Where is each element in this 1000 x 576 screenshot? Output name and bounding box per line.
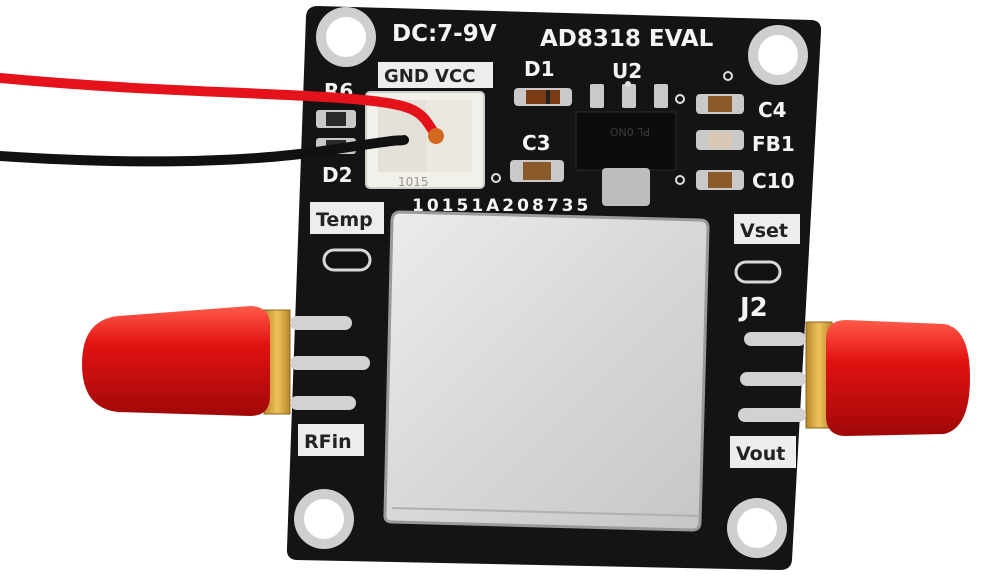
vout-pad-label: Vout [736, 443, 785, 465]
mounting-hole [316, 7, 376, 67]
j2-label: J2 [738, 293, 768, 323]
vset-pad: Vset [734, 214, 800, 284]
diode-d1 [514, 88, 572, 106]
mounting-hole [727, 498, 787, 558]
capacitor-c10 [696, 170, 744, 190]
model-label: AD8318 EVAL [540, 26, 714, 52]
d2-label: D2 [322, 163, 353, 187]
c4-label: C4 [758, 98, 787, 122]
sma-connector-rfin [82, 306, 370, 416]
rfin-pad: RFin [298, 424, 364, 456]
chip-marking: PL 0NO [610, 125, 650, 138]
black-wire [0, 135, 409, 167]
sma-connector-vout [738, 320, 970, 436]
connector-label-box [378, 62, 493, 88]
vset-pad-label: Vset [740, 220, 788, 242]
voltage-label: DC:7-9V [392, 21, 497, 47]
resistor-r6 [316, 110, 356, 128]
ferrite-fb1 [696, 130, 744, 150]
capacitor-c3 [510, 160, 564, 182]
c3-label: C3 [522, 131, 551, 155]
rfin-pad-label: RFin [304, 431, 352, 453]
temp-pad: Temp [310, 202, 384, 272]
red-wire [0, 73, 441, 141]
fb1-label: FB1 [752, 132, 795, 156]
resistor-u2a [590, 84, 604, 108]
u2-label: U2 [612, 59, 642, 83]
resistor-u2c [654, 84, 668, 108]
red-wire-end [428, 128, 444, 144]
d1-label: D1 [524, 57, 555, 81]
capacitor-c4 [696, 94, 744, 114]
resistor-u2b [622, 84, 636, 108]
c10-label: C10 [752, 169, 795, 193]
sma-cap-left [82, 306, 270, 416]
serial-number: 10151A208735 [412, 196, 591, 216]
vout-pad: Vout [730, 436, 796, 468]
connector-print: 1015 [398, 175, 429, 189]
sma-cap-right [826, 320, 970, 436]
regulator-chip: PL 0NO [575, 81, 677, 206]
temp-pad-label: Temp [316, 209, 373, 231]
rf-shield-can [383, 210, 710, 532]
mounting-hole [294, 489, 354, 549]
connector-label: GND VCC [384, 66, 475, 87]
mounting-hole [748, 25, 808, 85]
